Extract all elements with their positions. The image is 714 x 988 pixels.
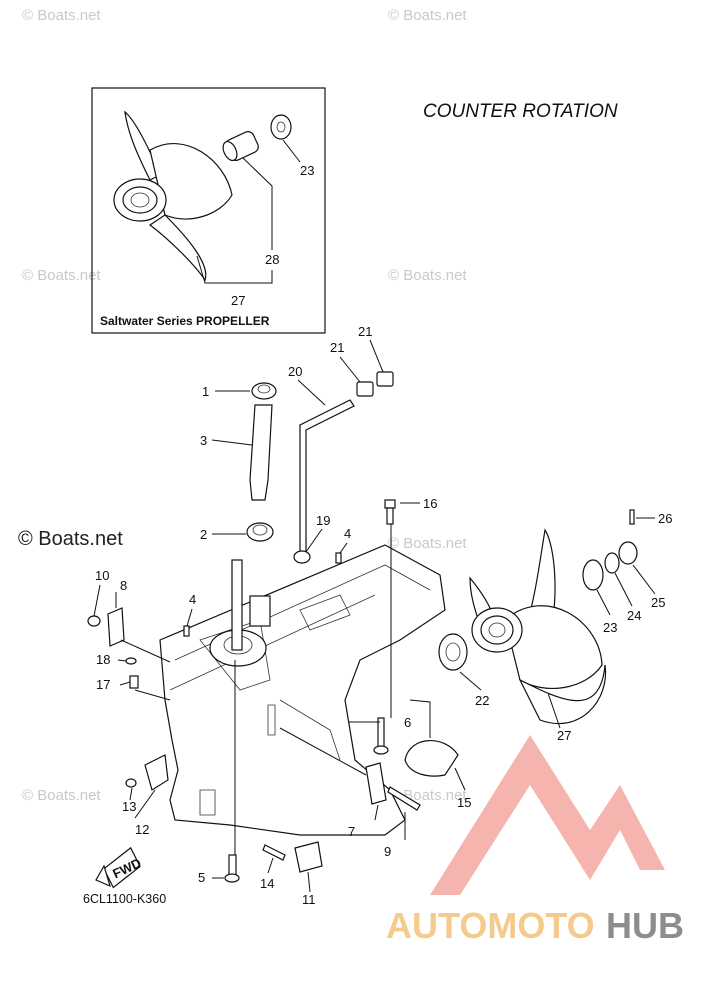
callout-10: 10 — [95, 568, 109, 583]
part-illustrations — [87, 371, 638, 883]
lower-unit-housing-illustration — [159, 544, 446, 836]
callout-4b: 4 — [189, 592, 196, 607]
callout-23-inset: 23 — [300, 163, 314, 178]
automotohub-logo: AUTOMOTO HUB — [386, 735, 684, 946]
watermark: © Boats.net — [22, 267, 101, 284]
callout-27: 27 — [557, 728, 571, 743]
logo-text-primary: AUTOMOTO — [386, 905, 595, 946]
callout-11: 11 — [302, 892, 316, 907]
watermark: © Boats.net — [388, 267, 467, 284]
leader-lines — [93, 339, 656, 893]
callout-8: 8 — [120, 578, 127, 593]
callout-21b: 21 — [358, 324, 372, 339]
callouts: 1 3 2 20 21 21 16 19 4 4 10 8 18 17 13 1… — [95, 324, 672, 907]
callout-14: 14 — [260, 876, 274, 891]
callout-9: 9 — [384, 844, 391, 859]
callout-27-inset: 27 — [231, 293, 245, 308]
callout-22: 22 — [475, 693, 489, 708]
callout-24: 24 — [627, 608, 641, 623]
drawing-code: 6CL1100-K360 — [83, 892, 166, 906]
watermark-large: © Boats.net — [18, 528, 123, 550]
inset-caption: Saltwater Series PROPELLER — [100, 314, 270, 328]
watermark: © Boats.net — [388, 7, 467, 24]
callout-4a: 4 — [344, 526, 351, 541]
fwd-arrow: FWD — [95, 846, 143, 889]
watermark: © Boats.net — [22, 787, 101, 804]
logo-text-accent: HUB — [606, 905, 684, 946]
callout-12: 12 — [135, 822, 149, 837]
callout-23: 23 — [603, 620, 617, 635]
callout-5: 5 — [198, 870, 205, 885]
callout-28-inset: 28 — [265, 252, 279, 267]
diagram-title: COUNTER ROTATION — [423, 101, 618, 122]
callout-6: 6 — [404, 715, 411, 730]
callout-3: 3 — [200, 433, 207, 448]
inset-box: 23 28 27 Saltwater Series PROPELLER — [91, 87, 326, 334]
callout-20: 20 — [288, 364, 302, 379]
callout-2: 2 — [200, 527, 207, 542]
callout-7: 7 — [348, 824, 355, 839]
callout-1: 1 — [202, 384, 209, 399]
inset-propeller-illustration — [113, 110, 292, 282]
callout-21a: 21 — [330, 340, 344, 355]
callout-15: 15 — [457, 795, 471, 810]
watermark: © Boats.net — [388, 535, 467, 552]
callout-18: 18 — [96, 652, 110, 667]
callout-13: 13 — [122, 799, 136, 814]
watermark: © Boats.net — [22, 7, 101, 24]
propeller-illustration — [469, 528, 607, 725]
callout-19: 19 — [316, 513, 330, 528]
callout-16: 16 — [423, 496, 437, 511]
callout-17: 17 — [96, 677, 110, 692]
callout-26: 26 — [658, 511, 672, 526]
callout-25: 25 — [651, 595, 665, 610]
